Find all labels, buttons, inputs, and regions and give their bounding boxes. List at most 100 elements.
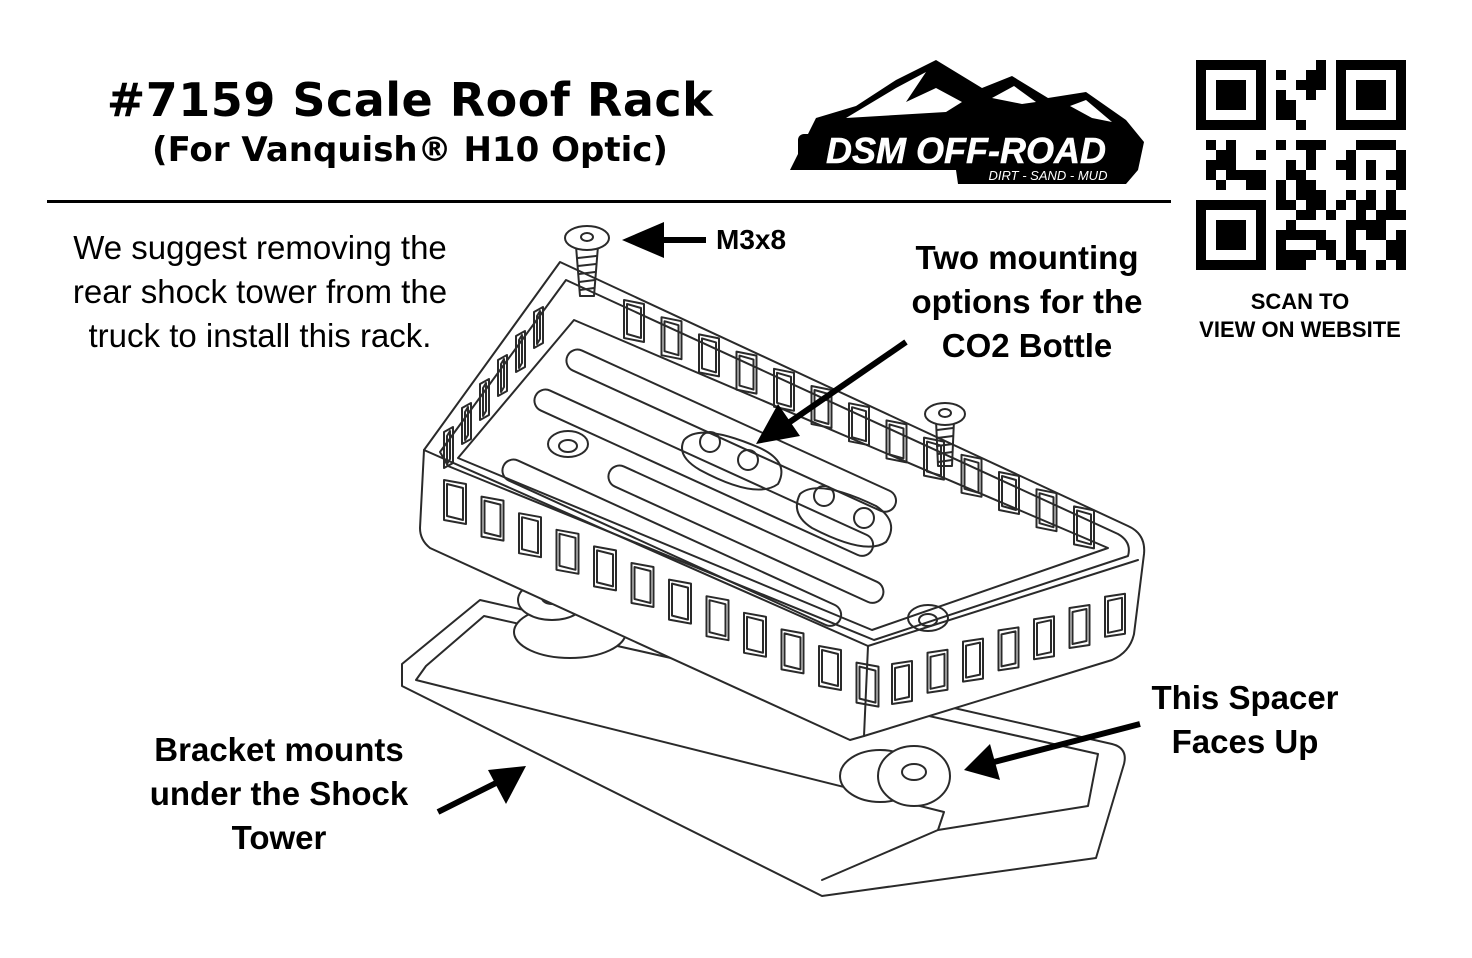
- rack-slot-inner: [776, 371, 792, 408]
- rack-slot: [461, 402, 472, 445]
- qr-module: [1246, 60, 1256, 70]
- qr-module: [1276, 230, 1286, 240]
- qr-module: [1226, 200, 1236, 210]
- qr-module: [1356, 100, 1366, 110]
- qr-module: [1246, 200, 1256, 210]
- rack-slot: [998, 471, 1020, 515]
- qr-module: [1306, 230, 1316, 240]
- qr-module: [1256, 70, 1266, 80]
- qr-module: [1386, 140, 1396, 150]
- qr-module: [1196, 70, 1206, 80]
- qr-module: [1396, 170, 1406, 180]
- arrow-spacer: [964, 721, 1141, 780]
- rack-slot-inner: [701, 337, 717, 374]
- rack-slot-inner: [482, 382, 487, 417]
- qr-module: [1376, 60, 1386, 70]
- qr-module: [1196, 210, 1206, 220]
- dsm-offroad-logo: DSM OFF-ROAD DIRT - SAND - MUD: [790, 60, 1144, 184]
- qr-module: [1236, 100, 1246, 110]
- rack-slot-inner: [894, 664, 910, 701]
- qr-module: [1386, 190, 1396, 200]
- rack-slot: [705, 595, 730, 642]
- qr-module: [1336, 70, 1346, 80]
- qr-module: [1346, 190, 1356, 200]
- logo-tagline: DIRT - SAND - MUD: [989, 168, 1108, 183]
- qr-module: [1316, 230, 1326, 240]
- rack-slot: [848, 402, 870, 447]
- qr-module: [1376, 140, 1386, 150]
- rack-slot: [698, 333, 720, 378]
- qr-code[interactable]: [1196, 60, 1406, 270]
- qr-module: [1366, 140, 1376, 150]
- qr-module: [1306, 140, 1316, 150]
- qr-module: [1316, 80, 1326, 90]
- rack-slot: [818, 645, 842, 691]
- qr-module: [1366, 60, 1376, 70]
- qr-module: [1316, 140, 1326, 150]
- qr-module: [1346, 240, 1356, 250]
- qr-module: [1306, 210, 1316, 220]
- qr-module: [1206, 260, 1216, 270]
- qr-module: [1206, 170, 1216, 180]
- qr-module: [1216, 240, 1226, 250]
- qr-module: [1366, 160, 1376, 170]
- rack-slot: [962, 637, 984, 683]
- arrow-co2: [756, 339, 908, 444]
- qr-module: [1366, 80, 1376, 90]
- qr-caption-line2: VIEW ON WEBSITE: [1199, 317, 1401, 342]
- qr-module: [1336, 80, 1346, 90]
- qr-module: [1216, 160, 1226, 170]
- qr-module: [1276, 200, 1286, 210]
- rack-wall-slots-right: [891, 592, 1126, 705]
- qr-module: [1356, 250, 1366, 260]
- qr-module: [1316, 70, 1326, 80]
- rack-slot-inner: [518, 334, 523, 369]
- qr-module: [1256, 170, 1266, 180]
- qr-module: [1226, 230, 1236, 240]
- qr-module: [1226, 60, 1236, 70]
- rack-slot: [555, 528, 580, 575]
- qr-module: [1196, 100, 1206, 110]
- rack-slot-inner: [851, 406, 867, 443]
- qr-module: [1226, 120, 1236, 130]
- qr-module: [1296, 80, 1306, 90]
- qr-module: [1286, 230, 1296, 240]
- rack-slot-inner: [446, 483, 464, 521]
- qr-module: [1216, 60, 1226, 70]
- qr-module: [1226, 220, 1236, 230]
- qr-module: [1396, 80, 1406, 90]
- qr-module: [1276, 240, 1286, 250]
- qr-module: [1216, 230, 1226, 240]
- qr-module: [1356, 210, 1366, 220]
- qr-module: [1356, 120, 1366, 130]
- rack-slot: [668, 578, 692, 625]
- qr-module: [1346, 220, 1356, 230]
- rack-slot: [443, 479, 467, 525]
- qr-module: [1366, 100, 1376, 110]
- qr-module: [1236, 170, 1246, 180]
- qr-module: [1356, 220, 1366, 230]
- qr-module: [1296, 180, 1306, 190]
- qr-module: [1376, 120, 1386, 130]
- qr-module: [1366, 190, 1376, 200]
- qr-module: [1366, 220, 1376, 230]
- rack-slot-inner: [965, 641, 981, 679]
- qr-caption-line1: SCAN TO: [1250, 289, 1350, 314]
- qr-module: [1256, 90, 1266, 100]
- qr-module: [1336, 160, 1346, 170]
- rack-slot-inner: [483, 499, 502, 538]
- qr-module: [1306, 160, 1316, 170]
- rack-slot-inner: [1076, 509, 1092, 546]
- rack-slot-inner: [783, 632, 802, 671]
- rack-slot: [960, 453, 983, 498]
- rack-slot: [1104, 592, 1126, 638]
- qr-module: [1286, 160, 1296, 170]
- rack-slot-inner: [858, 665, 877, 704]
- qr-module: [1306, 190, 1316, 200]
- qr-module: [1396, 100, 1406, 110]
- qr-module: [1256, 260, 1266, 270]
- qr-module: [1296, 260, 1306, 270]
- rack-slot: [885, 419, 908, 464]
- qr-module: [1336, 200, 1346, 210]
- qr-module: [1306, 200, 1316, 210]
